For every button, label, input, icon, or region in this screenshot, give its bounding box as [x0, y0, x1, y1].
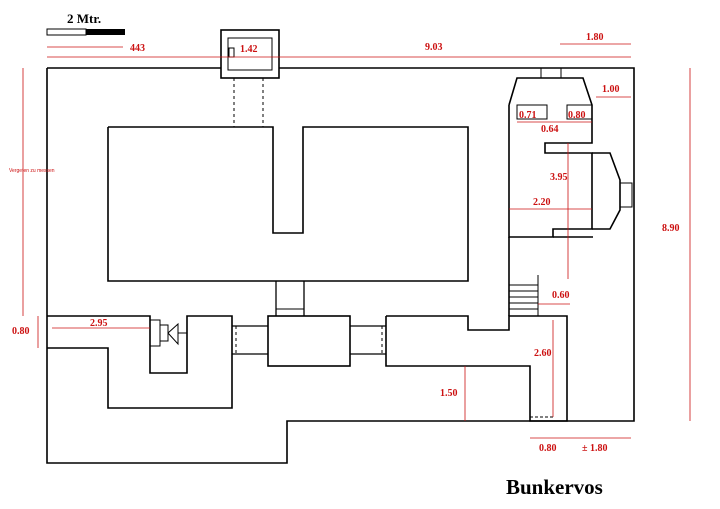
- right-section: [508, 67, 633, 316]
- dimension-lines: [22, 43, 691, 439]
- corridor-segments: [232, 315, 386, 367]
- dim-mid-150: 1.50: [440, 388, 458, 399]
- dim-left-offset: 443: [130, 43, 145, 54]
- dim-right-upper: 1.00: [602, 84, 620, 95]
- scale-bar: 2 Mtr.: [46, 11, 125, 36]
- dim-tower: 1.42: [240, 44, 258, 55]
- dim-stair-064: 0.64: [541, 124, 559, 135]
- dim-bottom-080: 0.80: [539, 443, 557, 454]
- dim-total-width: 9.03: [425, 42, 443, 53]
- tower: [220, 29, 280, 127]
- dim-stair-071: 0.71: [519, 110, 537, 121]
- scale-label: 2 Mtr.: [67, 11, 101, 26]
- plan-title: Bunkervos: [506, 475, 603, 499]
- dim-height-890: 8.90: [662, 223, 680, 234]
- dim-right-220: 2.20: [533, 197, 551, 208]
- dim-right-060: 0.60: [552, 290, 570, 301]
- dim-left-295: 2.95: [90, 318, 108, 329]
- dimension-labels: 9.03 443 1.80 1.00 0.71 0.80 0.64 1.42 3…: [9, 32, 680, 454]
- dim-right-260: 2.60: [534, 348, 552, 359]
- dim-stair-080: 0.80: [568, 110, 586, 121]
- measurement-note: Vergeten zu messen: [9, 168, 55, 174]
- right-center-room: [385, 315, 568, 422]
- dim-top-right: 1.80: [586, 32, 604, 43]
- dim-left-080: 0.80: [12, 326, 30, 337]
- left-wing: [47, 315, 233, 409]
- dim-right-395: 3.95: [550, 172, 568, 183]
- dim-bottom-180: ± 1.80: [582, 443, 608, 454]
- main-hall: [107, 126, 469, 282]
- outer-walls: [46, 67, 635, 464]
- hall-connector: [275, 281, 305, 316]
